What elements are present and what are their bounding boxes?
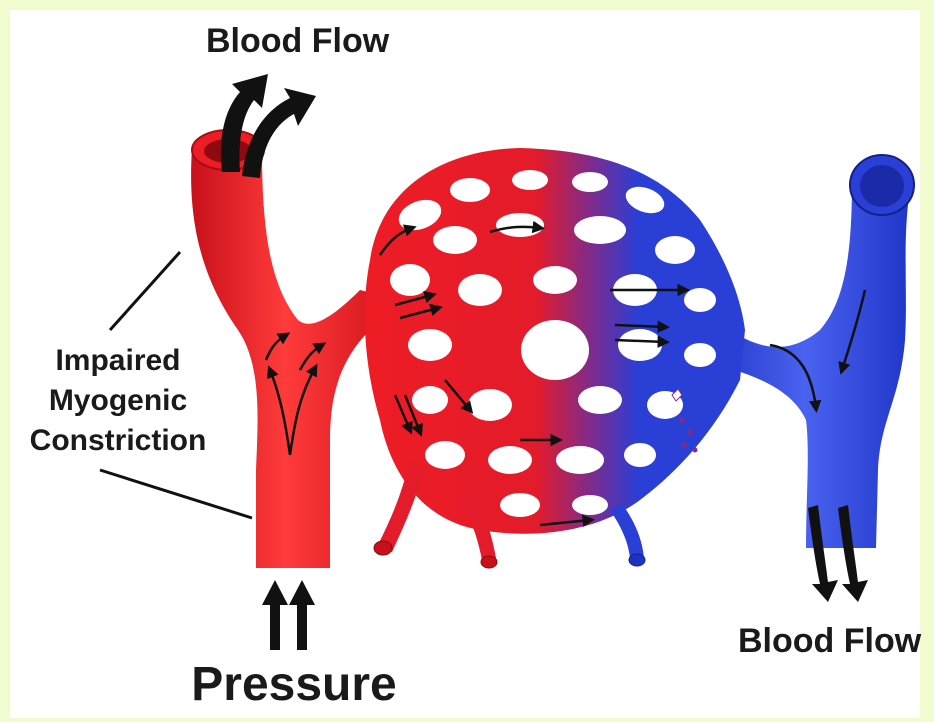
- capillary-bed: [365, 148, 745, 568]
- branch-vessel-3: [610, 504, 644, 558]
- impaired-label-line3: Constriction: [30, 424, 207, 457]
- branch-end-1: [374, 541, 392, 555]
- impaired-label-line1: Impaired: [55, 344, 180, 377]
- branch-end-3: [629, 554, 645, 566]
- curved-arrow-icon: [242, 88, 316, 178]
- blood-flow-top-label: Blood Flow: [206, 22, 390, 60]
- up-arrow-icon: [289, 580, 315, 650]
- vein-lumen: [860, 165, 904, 207]
- pressure-label: Pressure: [191, 658, 396, 711]
- branch-end-2: [481, 556, 497, 568]
- blood-flow-bottom-label: Blood Flow: [738, 622, 922, 660]
- top-outflow-arrows: [221, 74, 316, 178]
- up-arrow-icon: [262, 580, 288, 650]
- impaired-label-line2: Myogenic: [49, 384, 187, 417]
- pressure-arrows: [262, 580, 315, 650]
